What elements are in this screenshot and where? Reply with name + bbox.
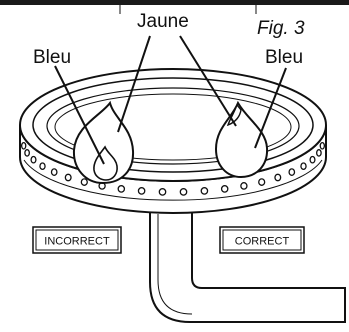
burner-port-hole [200,187,209,195]
burner-port-hole [64,173,72,182]
burner-ring [19,68,327,214]
burner-port-hole [316,149,322,157]
burner-port-hole [240,182,248,190]
burner-port-hole [30,155,37,164]
burner-port-hole [309,155,316,164]
caption-incorrect-box: INCORRECT [32,226,122,254]
burner-port-hole [20,141,27,150]
burner-port-hole [158,188,167,196]
leader-yellow-left [117,35,151,133]
top-border-band [0,0,349,5]
burner-port-hole [258,178,266,186]
leader-yellow-right [179,35,237,127]
leader-lines [54,35,287,165]
burner-port-hole [274,173,282,182]
burner-port-hole [24,149,30,157]
label-blue-right: Bleu [265,47,303,68]
burner-port-hole [288,168,296,176]
burner-port-hole [300,162,307,171]
figure-label: Fig. 3 [257,18,305,39]
burner-port-hole [80,178,88,186]
leader-blue-right [254,67,287,149]
caption-correct: CORRECT [235,236,290,248]
label-blue-left: Bleu [33,47,71,68]
burner-port-hole [117,185,126,193]
caption-incorrect: INCORRECT [44,236,110,248]
label-yellow: Jaune [137,11,189,32]
burner-port-hole [179,188,188,196]
leader-blue-left [54,65,105,165]
gas-pipe [149,212,346,323]
burner-port-hole [137,187,146,195]
burner-port-hole [50,168,58,176]
burner-port-hole [39,162,46,171]
burner-port-hole [319,141,326,150]
caption-correct-box: CORRECT [219,226,305,254]
burner-port-hole [220,185,229,193]
burner-port-holes [20,141,326,196]
